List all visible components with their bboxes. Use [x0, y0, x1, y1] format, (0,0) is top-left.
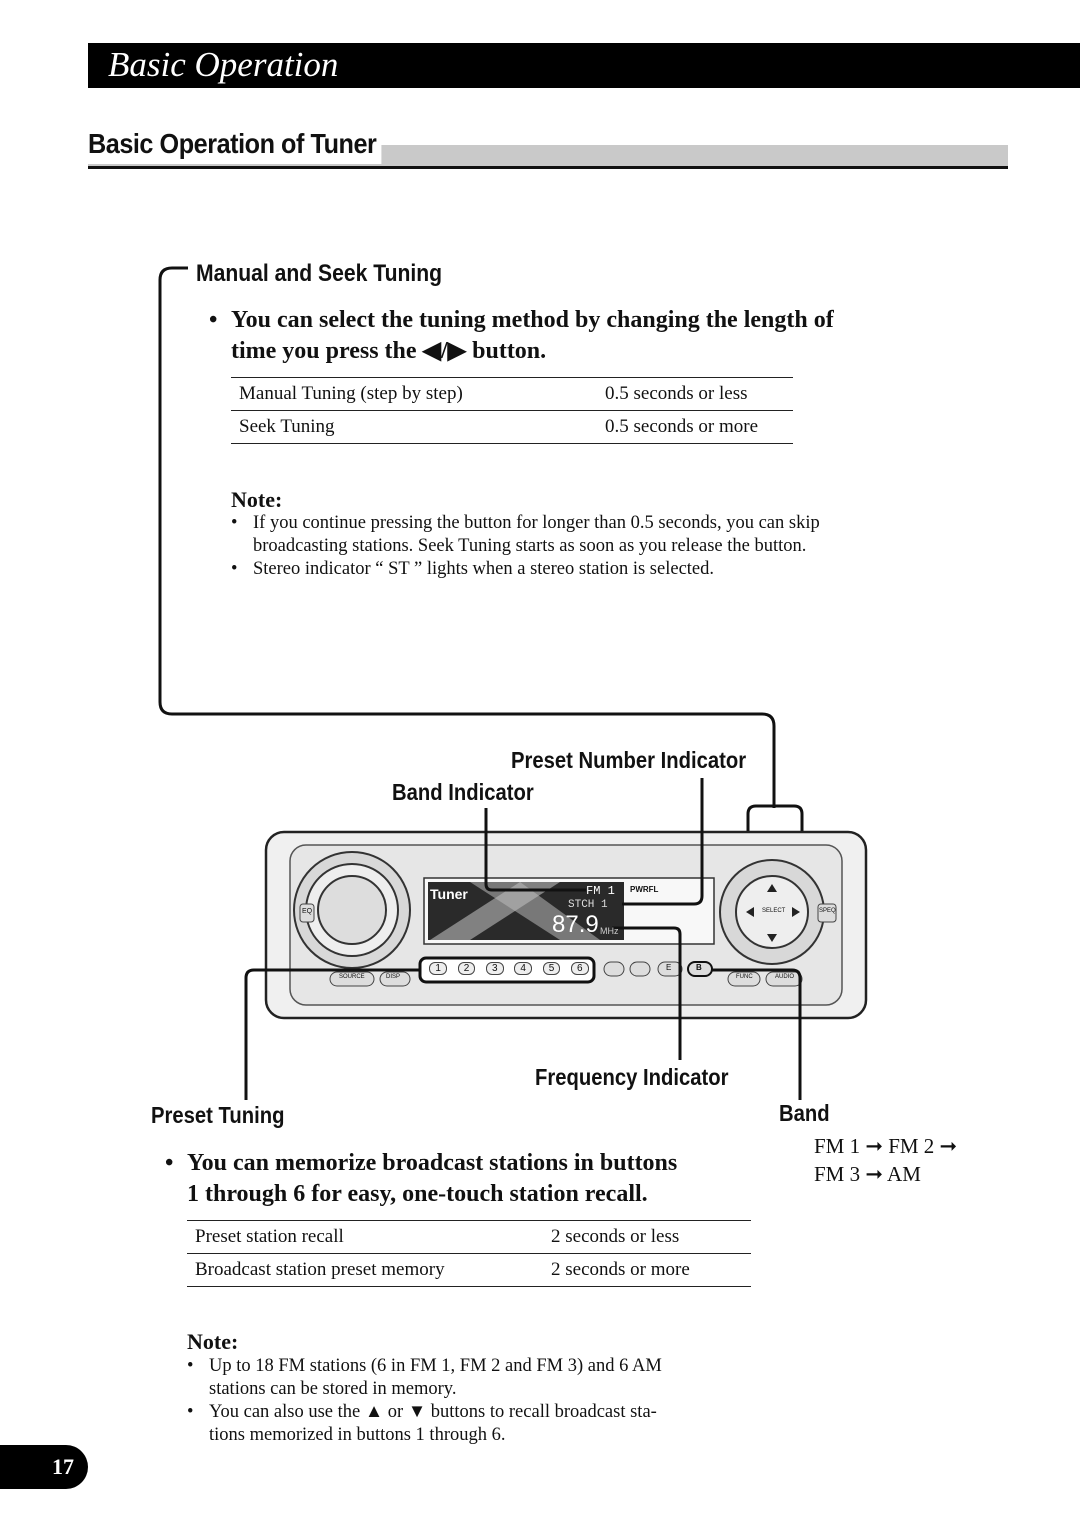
preset-note-title: Note: [187, 1329, 239, 1354]
page-number: 17 [38, 1445, 88, 1489]
note-line: broadcasting stations. Seek Tuning start… [253, 536, 807, 556]
note-line: stations can be stored in memory. [209, 1379, 457, 1399]
display-frequency-text: 87.9 [552, 911, 599, 938]
preset-buttons: 1 2 3 4 5 6 [424, 962, 594, 975]
list-item: • You can also use the ▲ or ▼ buttons to… [187, 1401, 747, 1447]
eq-button[interactable]: EQ [302, 908, 313, 915]
manual-lead-line1: You can select the tuning method by chan… [231, 307, 834, 333]
manual-seek-heading: Manual and Seek Tuning [196, 260, 443, 287]
band-line [712, 968, 802, 1100]
display-tuner-text: Tuner [430, 886, 468, 902]
frequency-line [612, 926, 682, 1060]
preset-number-indicator-label: Preset Number Indicator [511, 747, 747, 773]
band-sequence-line1: FM 1 ➞ FM 2 ➞ [814, 1134, 958, 1158]
preset-number-line [622, 778, 704, 906]
manual-timing-table: Manual Tuning (step by step) 0.5 seconds… [231, 377, 793, 444]
table-cell: 0.5 seconds or less [597, 377, 793, 411]
table-cell: 0.5 seconds or more [597, 410, 793, 444]
table-row: Preset station recall 2 seconds or less [187, 1220, 751, 1254]
preset-button-4[interactable]: 4 [514, 962, 532, 975]
e-button[interactable]: E [666, 963, 672, 972]
manual-note-title: Note: [231, 487, 283, 512]
table-cell: Seek Tuning [231, 410, 597, 444]
bullet: • [209, 307, 218, 333]
preset-button-6[interactable]: 6 [571, 962, 589, 975]
table-row: Manual Tuning (step by step) 0.5 seconds… [231, 377, 793, 411]
head-unit [264, 830, 868, 1020]
note-line: You can also use the ▲ or ▼ buttons to r… [209, 1402, 657, 1422]
band-indicator-line [484, 808, 586, 892]
section-title: Basic Operation of Tuner [88, 124, 382, 164]
preset-tuning-line [244, 968, 420, 1100]
preset-button-1[interactable]: 1 [429, 962, 447, 975]
preset-tuning-label: Preset Tuning [151, 1102, 285, 1128]
display-band-text: FM 1 [586, 884, 615, 898]
select-button[interactable]: SELECT [762, 908, 786, 914]
preset-button-3[interactable]: 3 [486, 962, 504, 975]
preset-lead: • You can memorize broadcast stations in… [165, 1148, 678, 1210]
display-stch-text: STCH 1 [568, 899, 608, 911]
note-line: tions memorized in buttons 1 through 6. [209, 1425, 506, 1445]
band-label: Band [779, 1100, 830, 1126]
preset-button-2[interactable]: 2 [457, 962, 476, 975]
band-indicator-label: Band Indicator [392, 779, 534, 805]
page-number-tab [0, 1445, 42, 1489]
preset-note-list: • Up to 18 FM stations (6 in FM 1, FM 2 … [187, 1355, 747, 1447]
speq-button[interactable]: SPEQ [819, 908, 836, 914]
preset-timing-table: Preset station recall 2 seconds or less … [187, 1220, 751, 1287]
seek-button-bracket [746, 804, 804, 920]
header-title: Basic Operation [108, 45, 339, 84]
note-line: Up to 18 FM stations (6 in FM 1, FM 2 an… [209, 1356, 662, 1376]
right-arrow-icon [792, 907, 800, 917]
preset-button-5[interactable]: 5 [542, 962, 561, 975]
disp-button[interactable]: DISP [386, 974, 401, 980]
table-cell: Broadcast station preset memory [187, 1253, 543, 1287]
manual-note-list: • If you continue pressing the button fo… [231, 512, 911, 581]
note-line: If you continue pressing the button for … [253, 513, 820, 533]
manual-lead: • You can select the tuning method by ch… [209, 305, 834, 367]
audio-button[interactable]: AUDIO [775, 974, 795, 980]
left-arrow-icon [746, 907, 754, 917]
note-line: Stereo indicator “ ST ” lights when a st… [253, 559, 715, 579]
table-row: Seek Tuning 0.5 seconds or more [231, 410, 793, 444]
frequency-indicator-label: Frequency Indicator [535, 1064, 729, 1090]
source-button[interactable]: SOURCE [339, 974, 365, 980]
preset-lead-line1: You can memorize broadcast stations in b… [187, 1150, 678, 1176]
header-banner: Basic Operation [88, 43, 1080, 88]
table-row: Broadcast station preset memory 2 second… [187, 1253, 751, 1287]
bullet: • [165, 1150, 174, 1176]
manual-lead-line2: time you press the ◀/▶ button. [231, 338, 547, 364]
func-button[interactable]: FUNC [736, 974, 753, 980]
table-cell: Preset station recall [187, 1220, 543, 1254]
table-cell: Manual Tuning (step by step) [231, 377, 597, 411]
table-cell: 2 seconds or less [543, 1220, 751, 1254]
display-unit-text: MHz [600, 926, 619, 936]
manual-bracket-line [158, 266, 776, 808]
table-cell: 2 seconds or more [543, 1253, 751, 1287]
preset-lead-line2: 1 through 6 for easy, one-touch station … [187, 1181, 648, 1207]
band-sequence: FM 1 ➞ FM 2 ➞ FM 3 ➞ AM [814, 1132, 957, 1188]
band-button[interactable]: B [696, 963, 702, 972]
list-item: • Stereo indicator “ ST ” lights when a … [231, 558, 911, 581]
display-pwrfl-text: PWRFL [630, 885, 659, 894]
list-item: • If you continue pressing the button fo… [231, 512, 911, 558]
list-item: • Up to 18 FM stations (6 in FM 1, FM 2 … [187, 1355, 747, 1401]
band-sequence-line2: FM 3 ➞ AM [814, 1162, 921, 1186]
